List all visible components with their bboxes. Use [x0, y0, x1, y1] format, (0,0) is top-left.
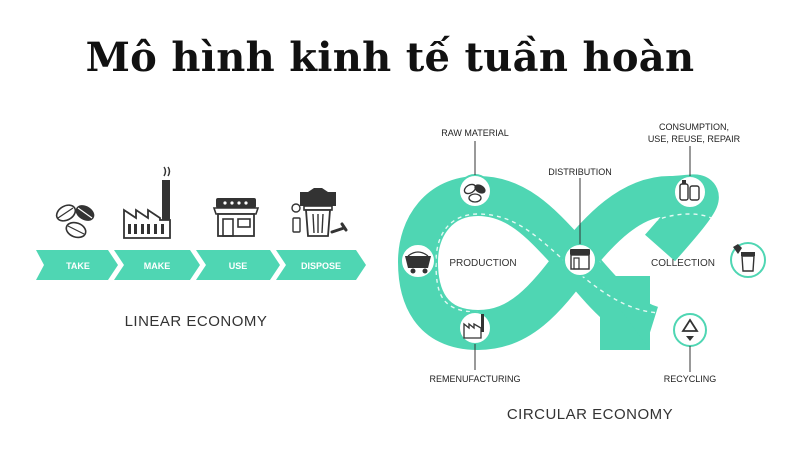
- step-dispose-label: DISPOSE: [301, 261, 341, 271]
- circular-economy: RAW MATERIAL DISTRIBUTION CONSUMPTION, U…: [398, 122, 766, 423]
- recycling-label: RECYCLING: [664, 374, 717, 384]
- consumption-label-line2: USE, REUSE, REPAIR: [648, 134, 741, 144]
- consumption-label-line1: CONSUMPTION,: [659, 122, 729, 132]
- linear-chevrons: TAKE MAKE USE DISPOSE: [36, 250, 366, 280]
- collection-label: COLLECTION: [651, 258, 715, 269]
- infinity-loop: [398, 174, 719, 350]
- chevron-use: [196, 250, 280, 280]
- node-distribution: [563, 243, 597, 277]
- chevron-take: [36, 250, 118, 280]
- node-raw-material: [458, 174, 492, 208]
- node-collection: [730, 242, 766, 278]
- circular-economy-label: CIRCULAR ECONOMY: [507, 406, 673, 423]
- linear-economy-label: LINEAR ECONOMY: [125, 313, 268, 330]
- page-title: Mô hình kinh tế tuần hoàn: [85, 34, 695, 81]
- node-production-cart: [400, 243, 436, 279]
- loop-arrow-point: [596, 276, 650, 350]
- loop-dashed-line: [435, 213, 739, 314]
- trash-icon: [291, 188, 348, 237]
- linear-economy: TAKE MAKE USE DISPOSE: [36, 166, 366, 330]
- store-icon: [212, 198, 260, 237]
- step-make-label: MAKE: [144, 261, 171, 271]
- node-consumption: [673, 175, 707, 209]
- factory-icon: [123, 166, 171, 239]
- node-recycling: [673, 313, 707, 347]
- step-take-label: TAKE: [66, 261, 90, 271]
- step-use-label: USE: [229, 261, 248, 271]
- node-remanufacturing: [458, 311, 492, 345]
- distribution-label: DISTRIBUTION: [548, 167, 612, 177]
- chevron-make: [114, 250, 200, 280]
- chevron-dispose: [276, 250, 366, 280]
- leaves-icon: [55, 204, 95, 239]
- production-label: PRODUCTION: [449, 258, 516, 269]
- raw-material-label: RAW MATERIAL: [441, 128, 509, 138]
- remanufacturing-label: REMENUFACTURING: [429, 374, 520, 384]
